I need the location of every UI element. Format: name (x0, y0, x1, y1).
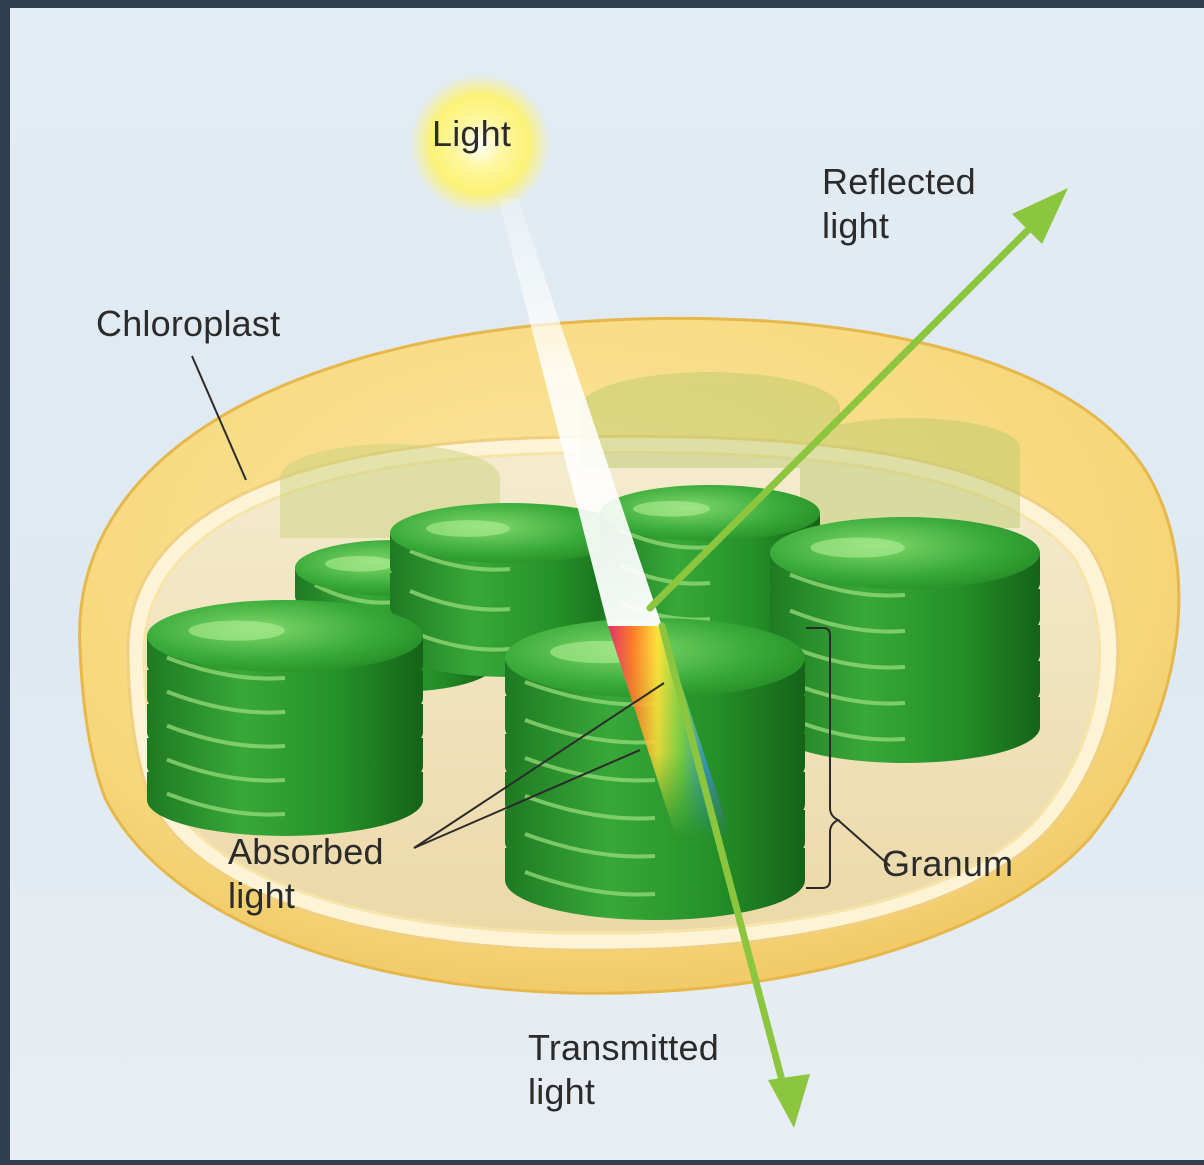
disc-shine (633, 501, 710, 517)
reflected-light-label: Reflected light (822, 160, 976, 248)
absorbed-light-line-1: Absorbed (228, 830, 384, 874)
disc-shine (426, 520, 510, 537)
absorbed-light-label: Absorbed light (228, 830, 384, 918)
disc-top (600, 485, 820, 541)
granum-stack (147, 600, 423, 836)
disc-top (147, 600, 423, 672)
reflected-light-line-1: Reflected (822, 160, 976, 204)
disc-shine (811, 538, 906, 558)
granum-stack (770, 517, 1040, 763)
disc-top (770, 517, 1040, 589)
reflected-light-line-2: light (822, 204, 976, 248)
diagram-frame: Light Reflected light Chloroplast Absorb… (10, 8, 1204, 1160)
chloroplast-diagram (10, 8, 1204, 1160)
disc-shine (325, 556, 395, 572)
transmitted-light-line-1: Transmitted (528, 1026, 719, 1070)
transmitted-light-label: Transmitted light (528, 1026, 719, 1114)
chloroplast-label: Chloroplast (96, 302, 280, 346)
granum-label: Granum (882, 842, 1013, 886)
absorbed-light-line-2: light (228, 874, 384, 918)
disc-shine (188, 621, 285, 641)
light-label: Light (432, 112, 511, 156)
transmitted-light-line-2: light (528, 1070, 719, 1114)
